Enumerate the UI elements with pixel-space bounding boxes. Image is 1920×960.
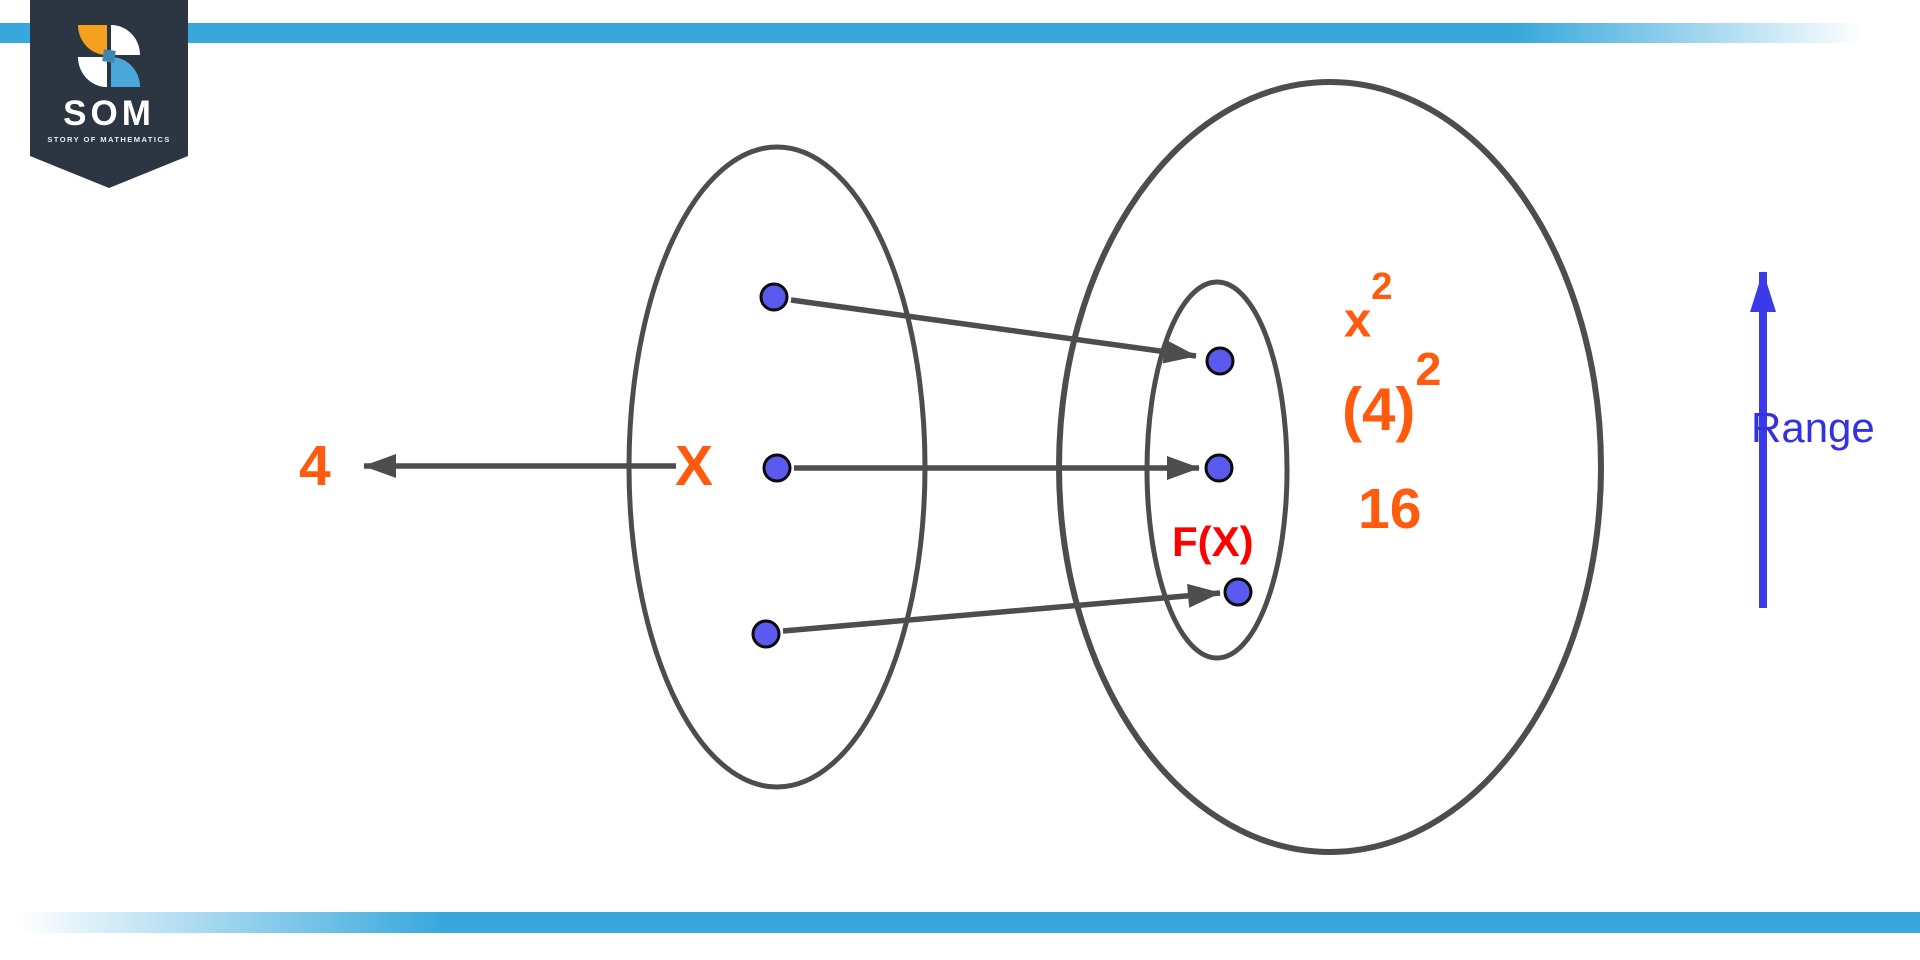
function-output-text: F(X) (1172, 518, 1254, 565)
range-label: Range (1751, 407, 1875, 449)
som-logo-icon (76, 25, 142, 87)
domain-dot-2 (762, 453, 792, 483)
logo-quarter-white-bottom (78, 57, 107, 87)
mapping-arrow-bottom (782, 583, 1221, 634)
mapping-arrow-top (790, 297, 1197, 364)
range-text: Range (1751, 404, 1875, 451)
x-squared-label: x2 (1344, 268, 1393, 348)
x-squared-base: x (1344, 293, 1372, 348)
range-dot-3 (1223, 577, 1253, 607)
logo-quarter-blue (111, 57, 140, 87)
x-squared-exponent: 2 (1371, 265, 1393, 309)
logo-title: SOM (63, 94, 155, 133)
function-output-label: F(X) (1172, 521, 1254, 563)
input-value-text: 4 (299, 434, 331, 498)
four-squared-label: (4)2 (1342, 345, 1441, 443)
bottom-accent-bar (0, 912, 1920, 933)
top-accent-bar (0, 23, 1920, 43)
som-logo-badge: SOM STORY OF MATHEMATICS (30, 0, 188, 188)
domain-dot-1 (759, 282, 789, 312)
result-value-label: 16 (1358, 481, 1421, 538)
range-dot-1 (1205, 346, 1235, 376)
range-dot-2 (1204, 453, 1234, 483)
logo-tagline: STORY OF MATHEMATICS (47, 135, 171, 144)
domain-dot-3 (751, 619, 781, 649)
logo-center-square (102, 49, 116, 63)
domain-x-text: X (675, 434, 714, 498)
four-squared-exponent: 2 (1415, 342, 1442, 395)
domain-x-label: X (675, 438, 713, 495)
input-value-label: 4 (299, 438, 331, 495)
four-squared-base: (4) (1342, 376, 1416, 443)
result-value-text: 16 (1358, 477, 1422, 541)
